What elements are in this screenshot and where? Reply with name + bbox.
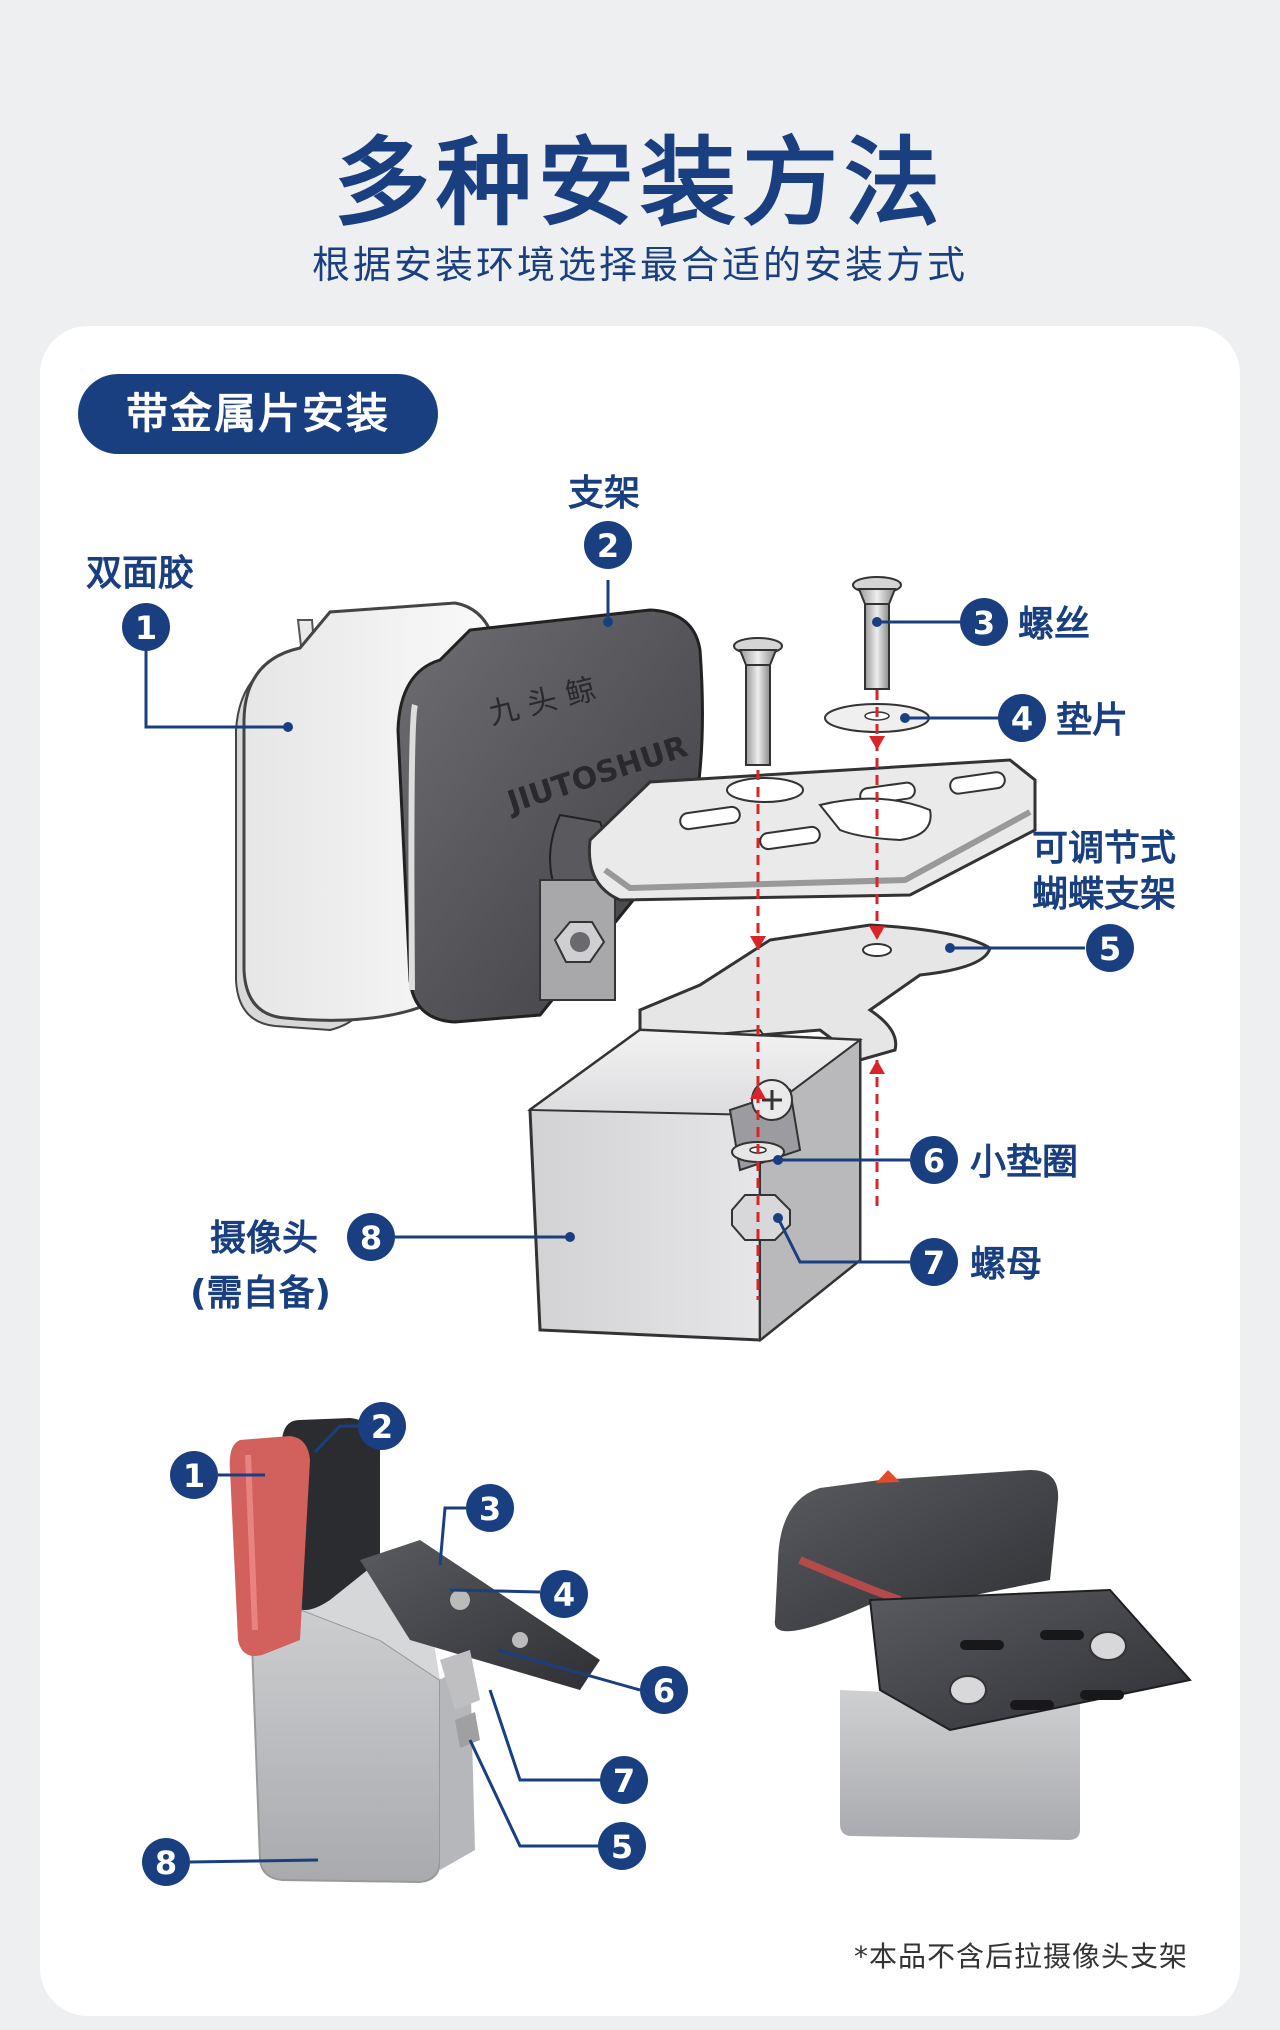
hex-nut bbox=[731, 1194, 791, 1241]
screw-left bbox=[733, 637, 783, 766]
callout-3: 3 螺丝 bbox=[960, 598, 1090, 646]
asm-callout-8 bbox=[142, 1838, 190, 1886]
svg-text:4: 4 bbox=[1011, 700, 1033, 738]
svg-text:6: 6 bbox=[653, 1672, 675, 1710]
callout-5: 可调节式 蝴蝶支架 5 bbox=[1032, 828, 1176, 972]
asm-callout-7 bbox=[600, 1756, 648, 1804]
callout-4: 4 垫片 bbox=[998, 694, 1128, 742]
svg-text:(需自备): (需自备) bbox=[190, 1273, 331, 1314]
callout-7: 7 螺母 bbox=[910, 1238, 1042, 1286]
svg-text:螺丝: 螺丝 bbox=[1018, 604, 1090, 645]
asm-callout-3 bbox=[466, 1484, 514, 1532]
asm-callout-6 bbox=[640, 1666, 688, 1714]
page-subtitle: 根据安装环境选择最合适的安装方式 bbox=[311, 243, 968, 287]
asm-callout-5 bbox=[598, 1822, 646, 1870]
svg-text:1: 1 bbox=[183, 1457, 205, 1495]
svg-text:8: 8 bbox=[155, 1844, 177, 1882]
asm-callout-2 bbox=[358, 1402, 406, 1450]
svg-text:摄像头: 摄像头 bbox=[210, 1218, 318, 1259]
screw-right bbox=[852, 576, 902, 690]
svg-text:4: 4 bbox=[553, 1576, 575, 1614]
assembly-arrows bbox=[750, 736, 885, 1099]
callout-2: 支架 2 bbox=[568, 473, 640, 569]
svg-text:支架: 支架 bbox=[568, 473, 640, 514]
callout-8: 摄像头 (需自备) 8 bbox=[190, 1213, 395, 1314]
svg-text:6: 6 bbox=[923, 1142, 945, 1180]
svg-text:3: 3 bbox=[973, 604, 995, 642]
callout-1: 双面胶 1 bbox=[86, 553, 194, 651]
callout-lines bbox=[144, 580, 1085, 1264]
svg-text:1: 1 bbox=[135, 609, 157, 647]
callout-6: 6 小垫圈 bbox=[910, 1136, 1078, 1184]
footnote: *本品不含后拉摄像头支架 bbox=[853, 1940, 1188, 1973]
svg-text:螺母: 螺母 bbox=[970, 1244, 1042, 1285]
mount-bracket: 九 头 鲸 JIUTOSHUR bbox=[396, 608, 704, 1024]
svg-text:小垫圈: 小垫圈 bbox=[970, 1142, 1078, 1183]
svg-text:8: 8 bbox=[360, 1219, 382, 1257]
camera-block bbox=[527, 1028, 863, 1343]
svg-text:5: 5 bbox=[611, 1828, 633, 1866]
svg-text:蝴蝶支架: 蝴蝶支架 bbox=[1032, 874, 1176, 915]
asm-callout-1 bbox=[170, 1451, 218, 1499]
svg-text:双面胶: 双面胶 bbox=[86, 553, 194, 594]
svg-text:垫片: 垫片 bbox=[1056, 700, 1128, 741]
svg-text:7: 7 bbox=[613, 1762, 635, 1800]
assembly-guides bbox=[756, 690, 879, 1300]
assembled-front-view bbox=[774, 1470, 1192, 1840]
assembled-callouts: 2 1 3 4 6 7 5 8 bbox=[142, 1402, 688, 1886]
svg-text:3: 3 bbox=[479, 1490, 501, 1528]
svg-text:2: 2 bbox=[371, 1408, 393, 1446]
assembled-side-view bbox=[229, 1418, 600, 1884]
asm-callout-4 bbox=[540, 1570, 588, 1618]
svg-text:7: 7 bbox=[923, 1244, 945, 1282]
section-label: 带金属片安装 bbox=[78, 374, 438, 454]
svg-text:2: 2 bbox=[597, 527, 619, 565]
assembled-callout-lines bbox=[189, 1424, 641, 1864]
svg-text:可调节式: 可调节式 bbox=[1032, 828, 1176, 869]
svg-text:5: 5 bbox=[1099, 930, 1121, 968]
page-title: 多种安装方法 bbox=[334, 127, 946, 239]
upper-plate bbox=[587, 758, 1037, 902]
